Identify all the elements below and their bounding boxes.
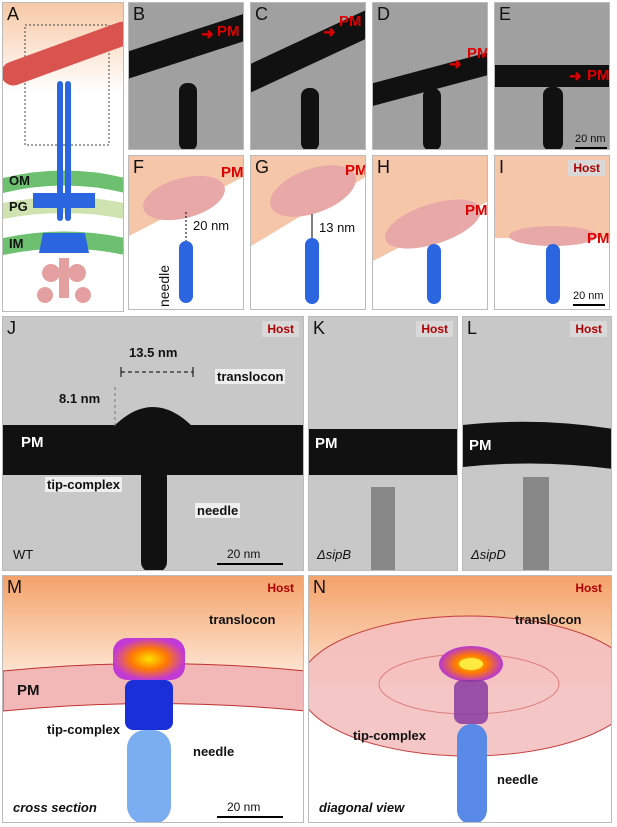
panel-l: L Host PM ΔsipD xyxy=(462,316,612,571)
host-label-k: Host xyxy=(416,321,453,337)
panel-i: I Host PM 20 nm xyxy=(494,155,610,310)
panel-b: B PM ➜ xyxy=(128,2,244,150)
label-translocon-m: translocon xyxy=(209,612,276,627)
secretion-system-diagram xyxy=(3,3,123,303)
label-needle-n: needle xyxy=(497,772,539,787)
scale-bar-i xyxy=(573,304,605,306)
label-om: OM xyxy=(9,173,30,188)
label-im: IM xyxy=(9,236,24,251)
panel-letter-c: C xyxy=(255,4,268,24)
host-label-n: Host xyxy=(575,581,602,595)
scale-bar-j xyxy=(217,563,283,565)
panel-letter-i: I xyxy=(499,157,505,177)
scale-label-m: 20 nm xyxy=(227,800,261,814)
panel-g: G PM 13 nm xyxy=(250,155,366,310)
label-pm-l: PM xyxy=(469,437,492,454)
view-cross-section: cross section xyxy=(13,800,97,815)
label-tip-complex-n: tip-complex xyxy=(353,728,426,743)
pm-label-c: PM xyxy=(339,13,362,30)
pm-label-e: PM xyxy=(587,67,610,84)
pm-arrow-e: ➜ xyxy=(569,68,582,85)
scale-label-e: 20 nm xyxy=(575,133,606,145)
panel-c: C PM ➜ xyxy=(250,2,366,150)
pm-label-h: PM xyxy=(465,202,488,219)
panel-f: F PM 20 nm needle xyxy=(128,155,244,310)
label-pm-m: PM xyxy=(17,682,40,699)
width-13-5nm: 13.5 nm xyxy=(129,345,178,360)
panel-e: E PM ➜ 20 nm xyxy=(494,2,610,150)
strain-wt: WT xyxy=(13,547,34,562)
pm-label-g: PM xyxy=(345,162,366,179)
panel-letter-n: N xyxy=(313,577,326,597)
view-diagonal: diagonal view xyxy=(319,800,405,815)
pm-arrow-b: ➜ xyxy=(201,26,214,43)
distance-13nm: 13 nm xyxy=(319,220,356,235)
pm-label-b: PM xyxy=(217,23,240,40)
host-label-l: Host xyxy=(570,321,607,337)
panel-letter-f: F xyxy=(133,157,144,177)
strain-sipb: ΔsipB xyxy=(317,547,352,562)
panel-letter-e: E xyxy=(499,4,512,24)
scale-bar-m xyxy=(217,816,283,818)
panel-h: H PM xyxy=(372,155,488,310)
height-8-1nm: 8.1 nm xyxy=(59,391,101,406)
panel-d: D PM ➜ xyxy=(372,2,488,150)
strain-sipd: ΔsipD xyxy=(471,547,506,562)
panel-k: K Host PM ΔsipB xyxy=(308,316,458,571)
scale-label-j: 20 nm xyxy=(227,547,261,561)
panel-letter-k: K xyxy=(313,318,326,338)
host-label-i: Host xyxy=(568,160,605,176)
label-pm-k: PM xyxy=(315,435,338,452)
label-translocon-n: translocon xyxy=(515,612,582,627)
distance-20nm: 20 nm xyxy=(193,218,230,233)
panel-letter-j: J xyxy=(7,318,16,338)
host-label-j: Host xyxy=(262,321,299,337)
scale-bar-e xyxy=(575,147,607,149)
panel-a: A OM PG IM xyxy=(2,2,124,312)
label-needle-m: needle xyxy=(193,744,235,759)
panel-letter-l: L xyxy=(467,318,478,338)
label-translocon-j: translocon xyxy=(215,369,286,384)
panel-letter-m: M xyxy=(7,577,22,597)
scale-label-i: 20 nm xyxy=(573,290,604,302)
label-needle-f: needle xyxy=(156,264,173,308)
panel-n: N Host translocon tip-complex needle dia… xyxy=(308,575,612,823)
pm-label-f: PM xyxy=(221,164,244,181)
label-needle-j: needle xyxy=(195,503,241,518)
pm-arrow-d: ➜ xyxy=(449,56,462,73)
panel-letter-a: A xyxy=(7,4,20,24)
panel-m: M Host translocon PM tip-complex needle … xyxy=(2,575,304,823)
label-tip-complex-j: tip-complex xyxy=(45,477,122,492)
panel-letter-g: G xyxy=(255,157,270,177)
panel-letter-h: H xyxy=(377,157,390,177)
pm-label-i: PM xyxy=(587,230,610,247)
panel-letter-b: B xyxy=(133,4,146,24)
label-tip-complex-m: tip-complex xyxy=(47,722,120,737)
panel-j: J Host 13.5 nm 8.1 nm translocon PM tip-… xyxy=(2,316,304,571)
panel-letter-d: D xyxy=(377,4,390,24)
label-pg: PG xyxy=(9,199,28,214)
host-label-m: Host xyxy=(267,581,294,595)
pm-label-d: PM xyxy=(467,45,488,62)
pm-arrow-c: ➜ xyxy=(323,24,336,41)
label-pm-j: PM xyxy=(21,434,44,451)
